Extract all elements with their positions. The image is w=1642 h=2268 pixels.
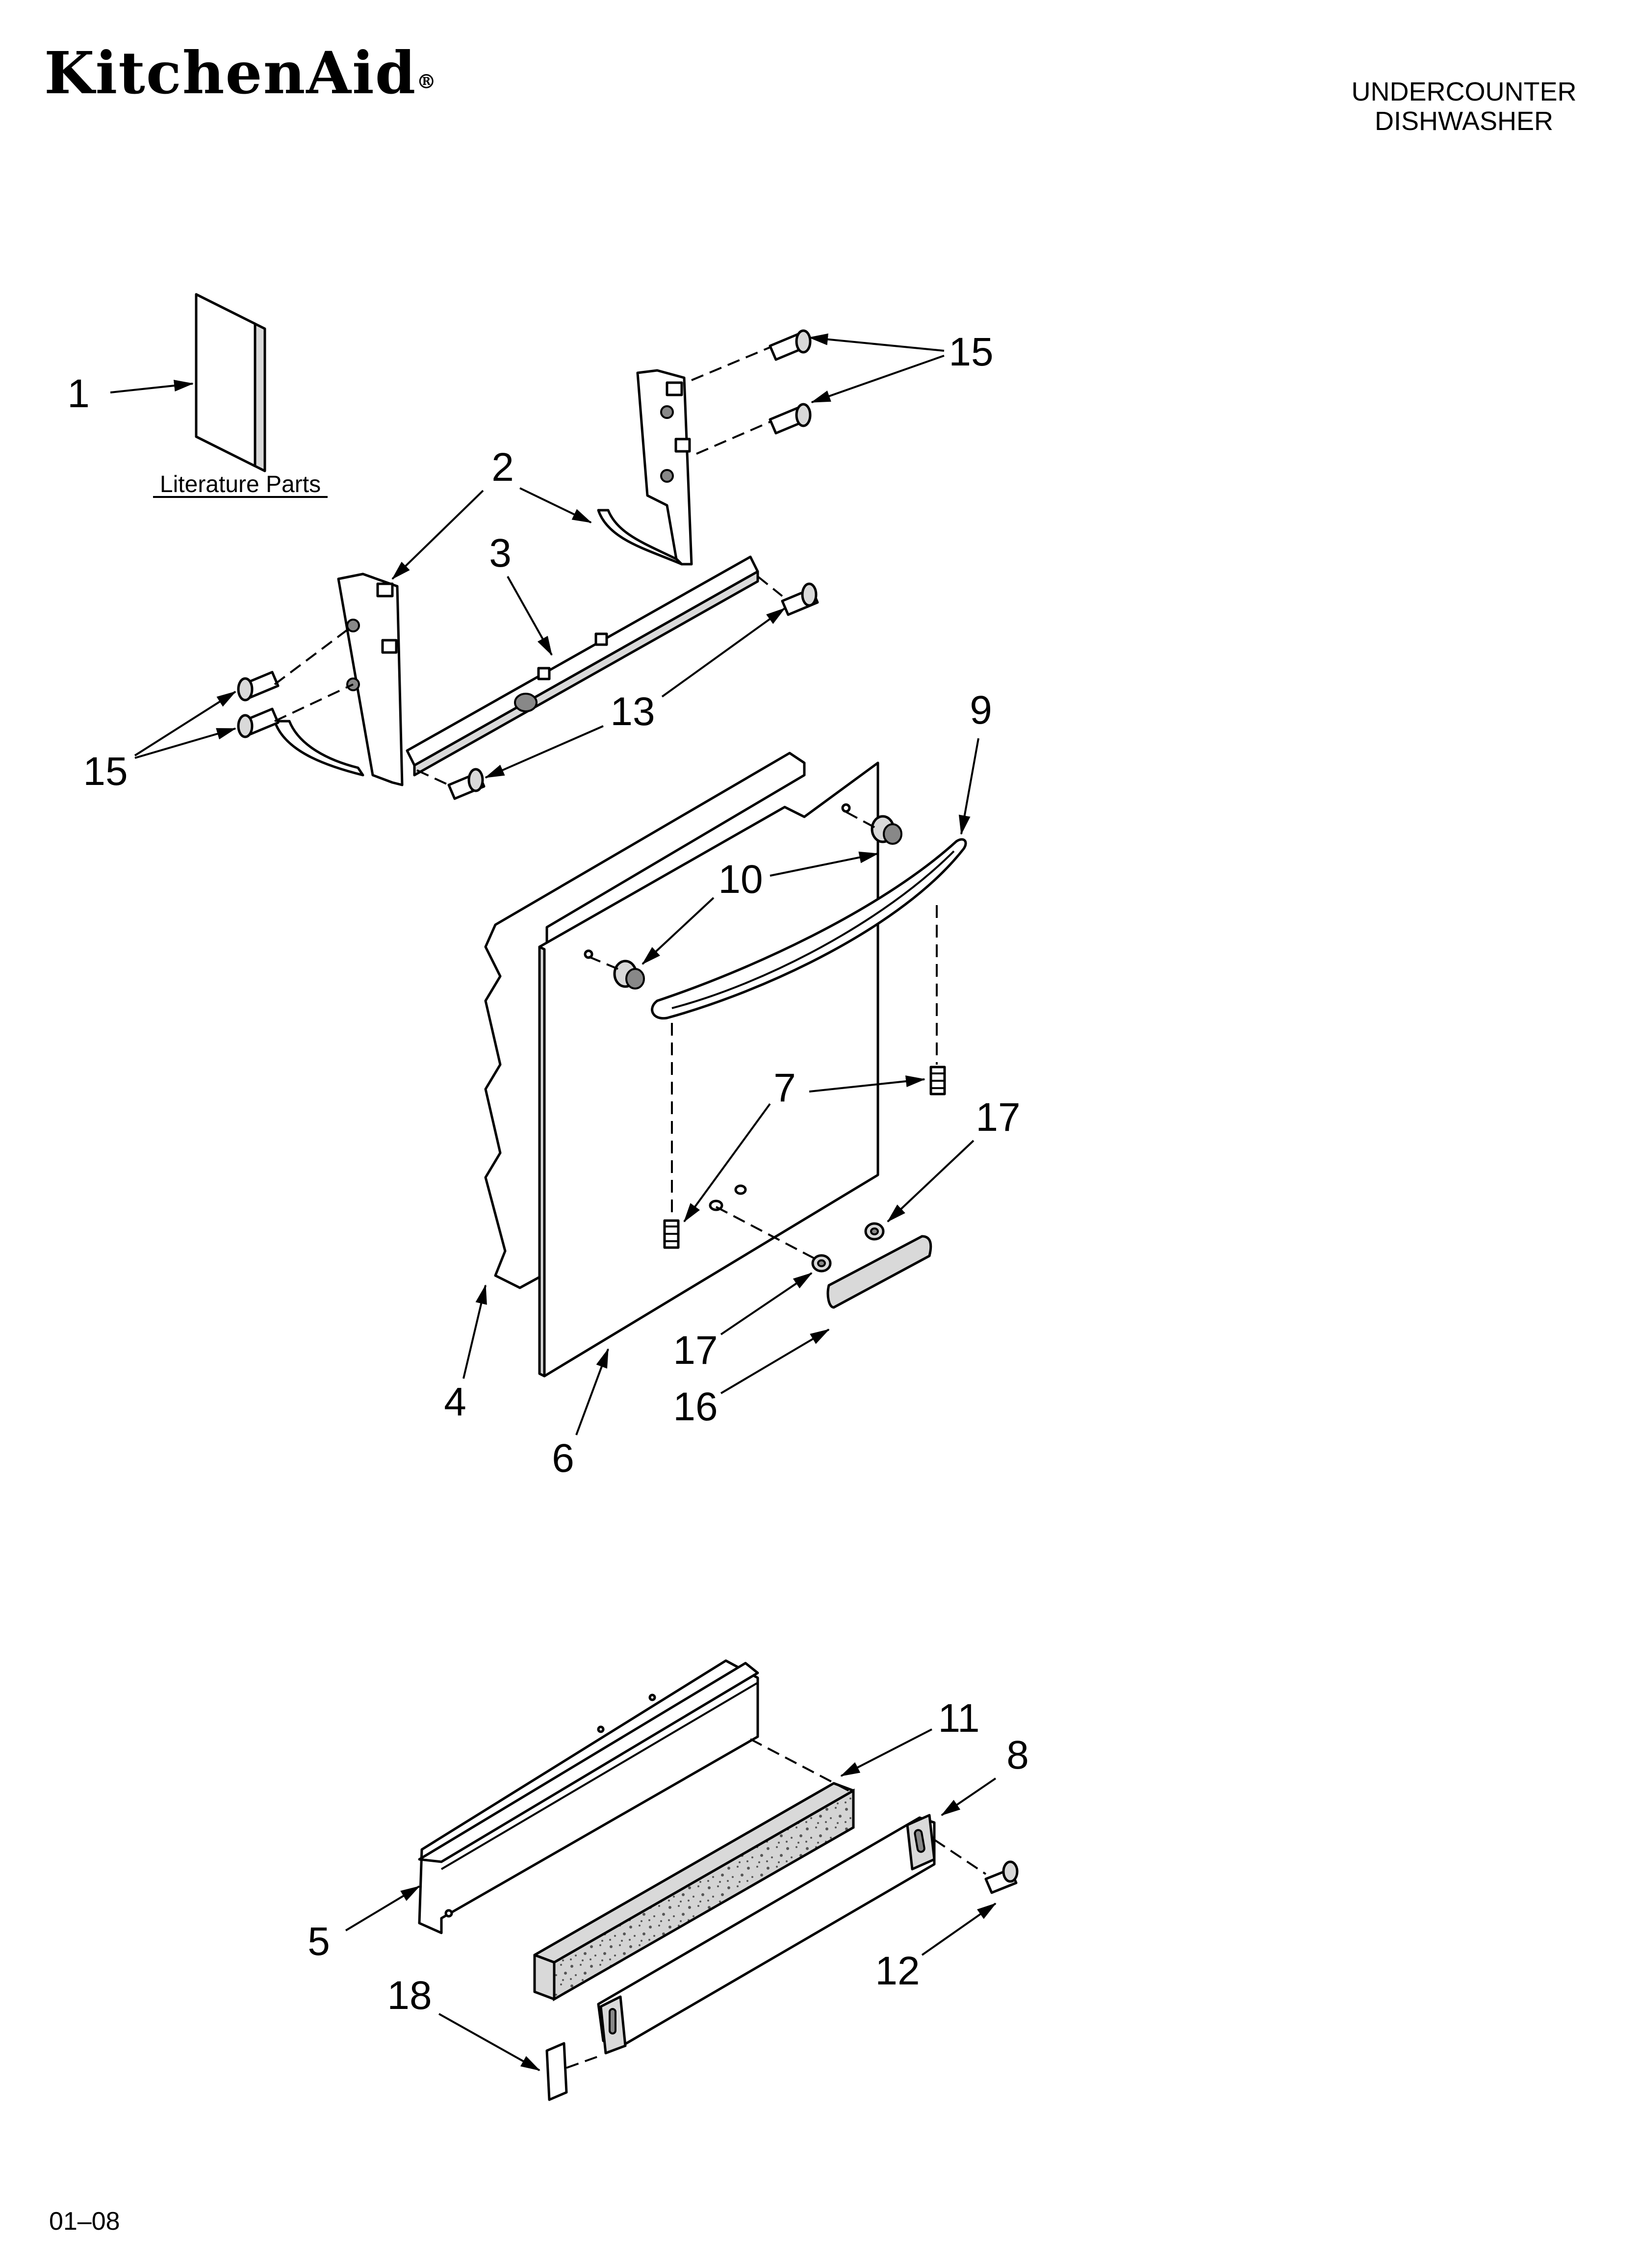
- callout-1: 1: [67, 371, 90, 416]
- callout-12: 12: [875, 1949, 920, 1993]
- toe-kick-trim: [597, 1814, 936, 2055]
- handle-cover-plate: [826, 1235, 932, 1309]
- toe-kick-clip: [545, 2042, 568, 2101]
- product-line-1: UNDERCOUNTER: [1352, 77, 1577, 106]
- callout-8: 8: [1006, 1733, 1029, 1777]
- callout-11: 11: [938, 1696, 979, 1741]
- callout-3: 3: [489, 531, 512, 575]
- door-strike-bar: [406, 555, 759, 777]
- callout-15-left: 15: [83, 749, 128, 794]
- callout-17-left: 17: [673, 1328, 718, 1373]
- callout-2: 2: [491, 445, 514, 490]
- inner-door-panel: [484, 752, 806, 1289]
- literature-booklet: [195, 293, 266, 472]
- nut-17-right: [864, 1222, 885, 1241]
- callout-4: 4: [444, 1380, 466, 1424]
- door-handle: [651, 838, 967, 1020]
- stud-7-right: [929, 1066, 946, 1095]
- handle-mount-10-right: [871, 815, 902, 845]
- screw-13-right: [781, 582, 819, 616]
- outer-door-panel: [538, 761, 879, 1378]
- callout-7: 7: [773, 1066, 796, 1110]
- callout-16: 16: [673, 1384, 718, 1429]
- brand-logo: KitchenAid®: [44, 39, 437, 107]
- callout-5: 5: [308, 1919, 330, 1964]
- callout-15-top: 15: [949, 330, 993, 374]
- literature-label: Literature Parts: [160, 471, 321, 497]
- product-line-2: DISHWASHER: [1375, 106, 1553, 136]
- stud-7-left: [663, 1219, 680, 1249]
- footer-code: 01–08: [49, 2207, 120, 2236]
- callout-13: 13: [610, 689, 655, 734]
- callout-6: 6: [552, 1436, 574, 1481]
- toe-kick-panel: [418, 1659, 759, 1934]
- right-mounting-bracket: [597, 369, 693, 566]
- screw-13-left: [447, 768, 486, 800]
- callout-10: 10: [718, 857, 763, 902]
- screw-15-left-2: [237, 707, 280, 738]
- screw-15-left-1: [237, 671, 280, 702]
- callout-17-right: 17: [975, 1095, 1020, 1140]
- screw-15-top-1: [769, 329, 812, 361]
- callout-9: 9: [970, 688, 992, 732]
- left-mounting-bracket: [273, 573, 404, 786]
- screw-15-top-2: [769, 403, 812, 435]
- toe-kick-insulation: [533, 1782, 855, 2002]
- toe-kick-screw: [984, 1860, 1019, 1894]
- nut-17-left: [811, 1254, 832, 1273]
- handle-mount-10-left: [613, 960, 645, 990]
- callout-18: 18: [387, 1973, 432, 2018]
